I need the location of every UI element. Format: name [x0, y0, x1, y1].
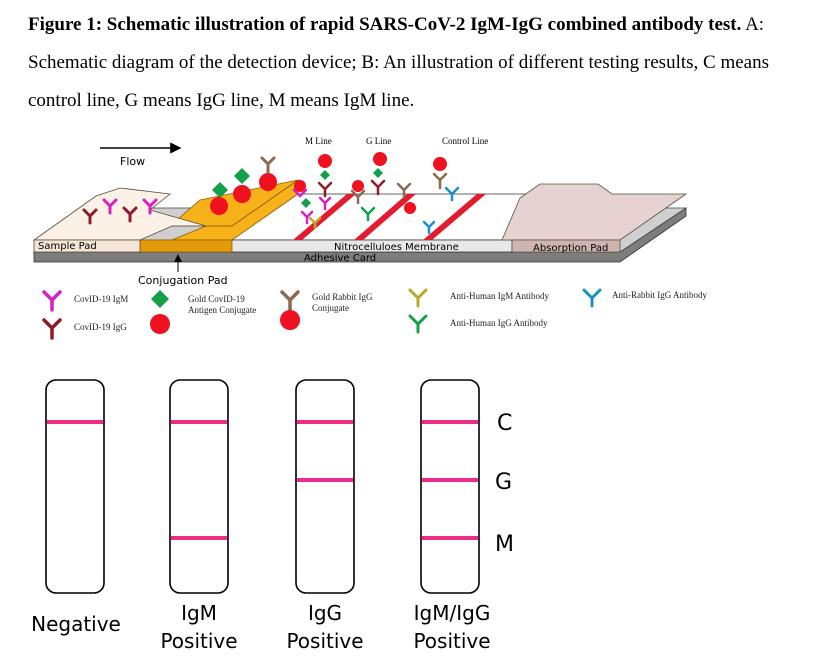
legend-anti-rabbit-igg: Anti-Rabbit IgG Antibody: [582, 288, 707, 308]
legend-anti-human-igm: Anti-Human IgM Antibody: [408, 288, 549, 308]
igm-line: [171, 536, 227, 540]
igg-line: [422, 478, 478, 482]
label-both-2: Positive: [413, 629, 490, 653]
letter-g: G: [495, 470, 512, 495]
label-both-1: IgM/IgG: [414, 601, 491, 625]
sample-pad-label: Sample Pad: [38, 241, 97, 252]
g-line-band: [354, 194, 416, 240]
conjugation-pad-conjugates: [210, 156, 277, 215]
igm-line: [422, 536, 478, 540]
label-igm-2: Positive: [160, 629, 237, 653]
anti-igg-icon: [408, 314, 428, 334]
legend-covid-igm: CovID-19 IgM: [42, 290, 128, 312]
control-line-band: [423, 194, 486, 240]
legend-gold-antigen-label-1: Gold CovID-19: [188, 294, 245, 304]
label-negative: Negative: [31, 612, 121, 636]
lateral-flow-device: Flow Conjugation Pad Sample Pad Nitrocel…: [32, 136, 688, 287]
membrane-label: Nitrocelluloes Membrane: [334, 242, 459, 253]
control-line: [297, 420, 353, 424]
legend-covid-igm-label: CovID-19 IgM: [74, 294, 128, 304]
caption-bold: Figure 1: Schematic illustration of rapi…: [28, 14, 742, 35]
caption-text: A: Schematic diagram of the detection de…: [28, 14, 769, 111]
strip-negative: [45, 379, 105, 594]
label-igg-2: Positive: [286, 629, 363, 653]
letter-m: M: [495, 532, 514, 557]
control-line-label: Control Line: [442, 136, 488, 146]
control-line: [422, 420, 478, 424]
control-line: [47, 420, 103, 424]
letter-c: C: [497, 411, 512, 436]
legend: CovID-19 IgM CovID-19 IgG Gold CovID-19 …: [42, 288, 707, 340]
conjugation-pad-label: Conjugation Pad: [138, 274, 228, 287]
m-line-band: [293, 194, 356, 240]
absorption-pad: [501, 183, 688, 241]
gold-rabbit-particle-icon: [280, 310, 300, 330]
anti-rabbit-icon: [582, 288, 602, 308]
legend-covid-igg-label: CovID-19 IgG: [74, 322, 127, 332]
label-igm-1: IgM: [181, 601, 217, 625]
igg-antibody-icon: [42, 318, 62, 340]
anti-igm-icon: [408, 288, 428, 308]
legend-anti-human-igg: Anti-Human IgG Antibody: [408, 314, 548, 334]
legend-gold-rabbit: Gold Rabbit IgG Conjugate: [280, 290, 373, 330]
legend-anti-rabbit-label: Anti-Rabbit IgG Antibody: [612, 290, 707, 300]
legend-covid-igg: CovID-19 IgG: [42, 318, 127, 340]
sample-pad-antibodies: [82, 198, 158, 225]
test-results: C G M Negative IgM Positive IgG Positive…: [31, 379, 514, 653]
figure-caption: Figure 1: Schematic illustration of rapi…: [28, 6, 808, 120]
rabbit-igg-icon: [280, 290, 300, 312]
gold-particle-icon: [150, 314, 170, 334]
legend-gold-antigen-label-2: Antigen Conjugate: [188, 305, 256, 315]
line-antibodies: [292, 152, 460, 235]
adhesive-card-label: Adhesive Card: [304, 253, 376, 264]
legend-anti-human-igg-label: Anti-Human IgG Antibody: [450, 318, 548, 328]
control-line: [171, 420, 227, 424]
legend-gold-rabbit-label-1: Gold Rabbit IgG: [312, 292, 373, 302]
strip-igm-igg-positive: [420, 379, 480, 594]
label-igg-1: IgG: [308, 601, 342, 625]
absorption-pad-label: Absorption Pad: [533, 243, 608, 254]
strip-igg-positive: [295, 379, 355, 594]
igg-line: [297, 478, 353, 482]
legend-gold-rabbit-label-2: Conjugate: [312, 303, 349, 313]
m-line-label: M Line: [305, 136, 332, 146]
igm-antibody-icon: [42, 290, 62, 312]
g-line-label: G Line: [366, 136, 391, 146]
flow-label: Flow: [120, 155, 145, 168]
strip-igm-positive: [169, 379, 229, 594]
legend-gold-antigen: Gold CovID-19 Antigen Conjugate: [150, 290, 256, 334]
legend-anti-human-igm-label: Anti-Human IgM Antibody: [450, 291, 549, 301]
antigen-diamond-icon: [151, 290, 169, 308]
